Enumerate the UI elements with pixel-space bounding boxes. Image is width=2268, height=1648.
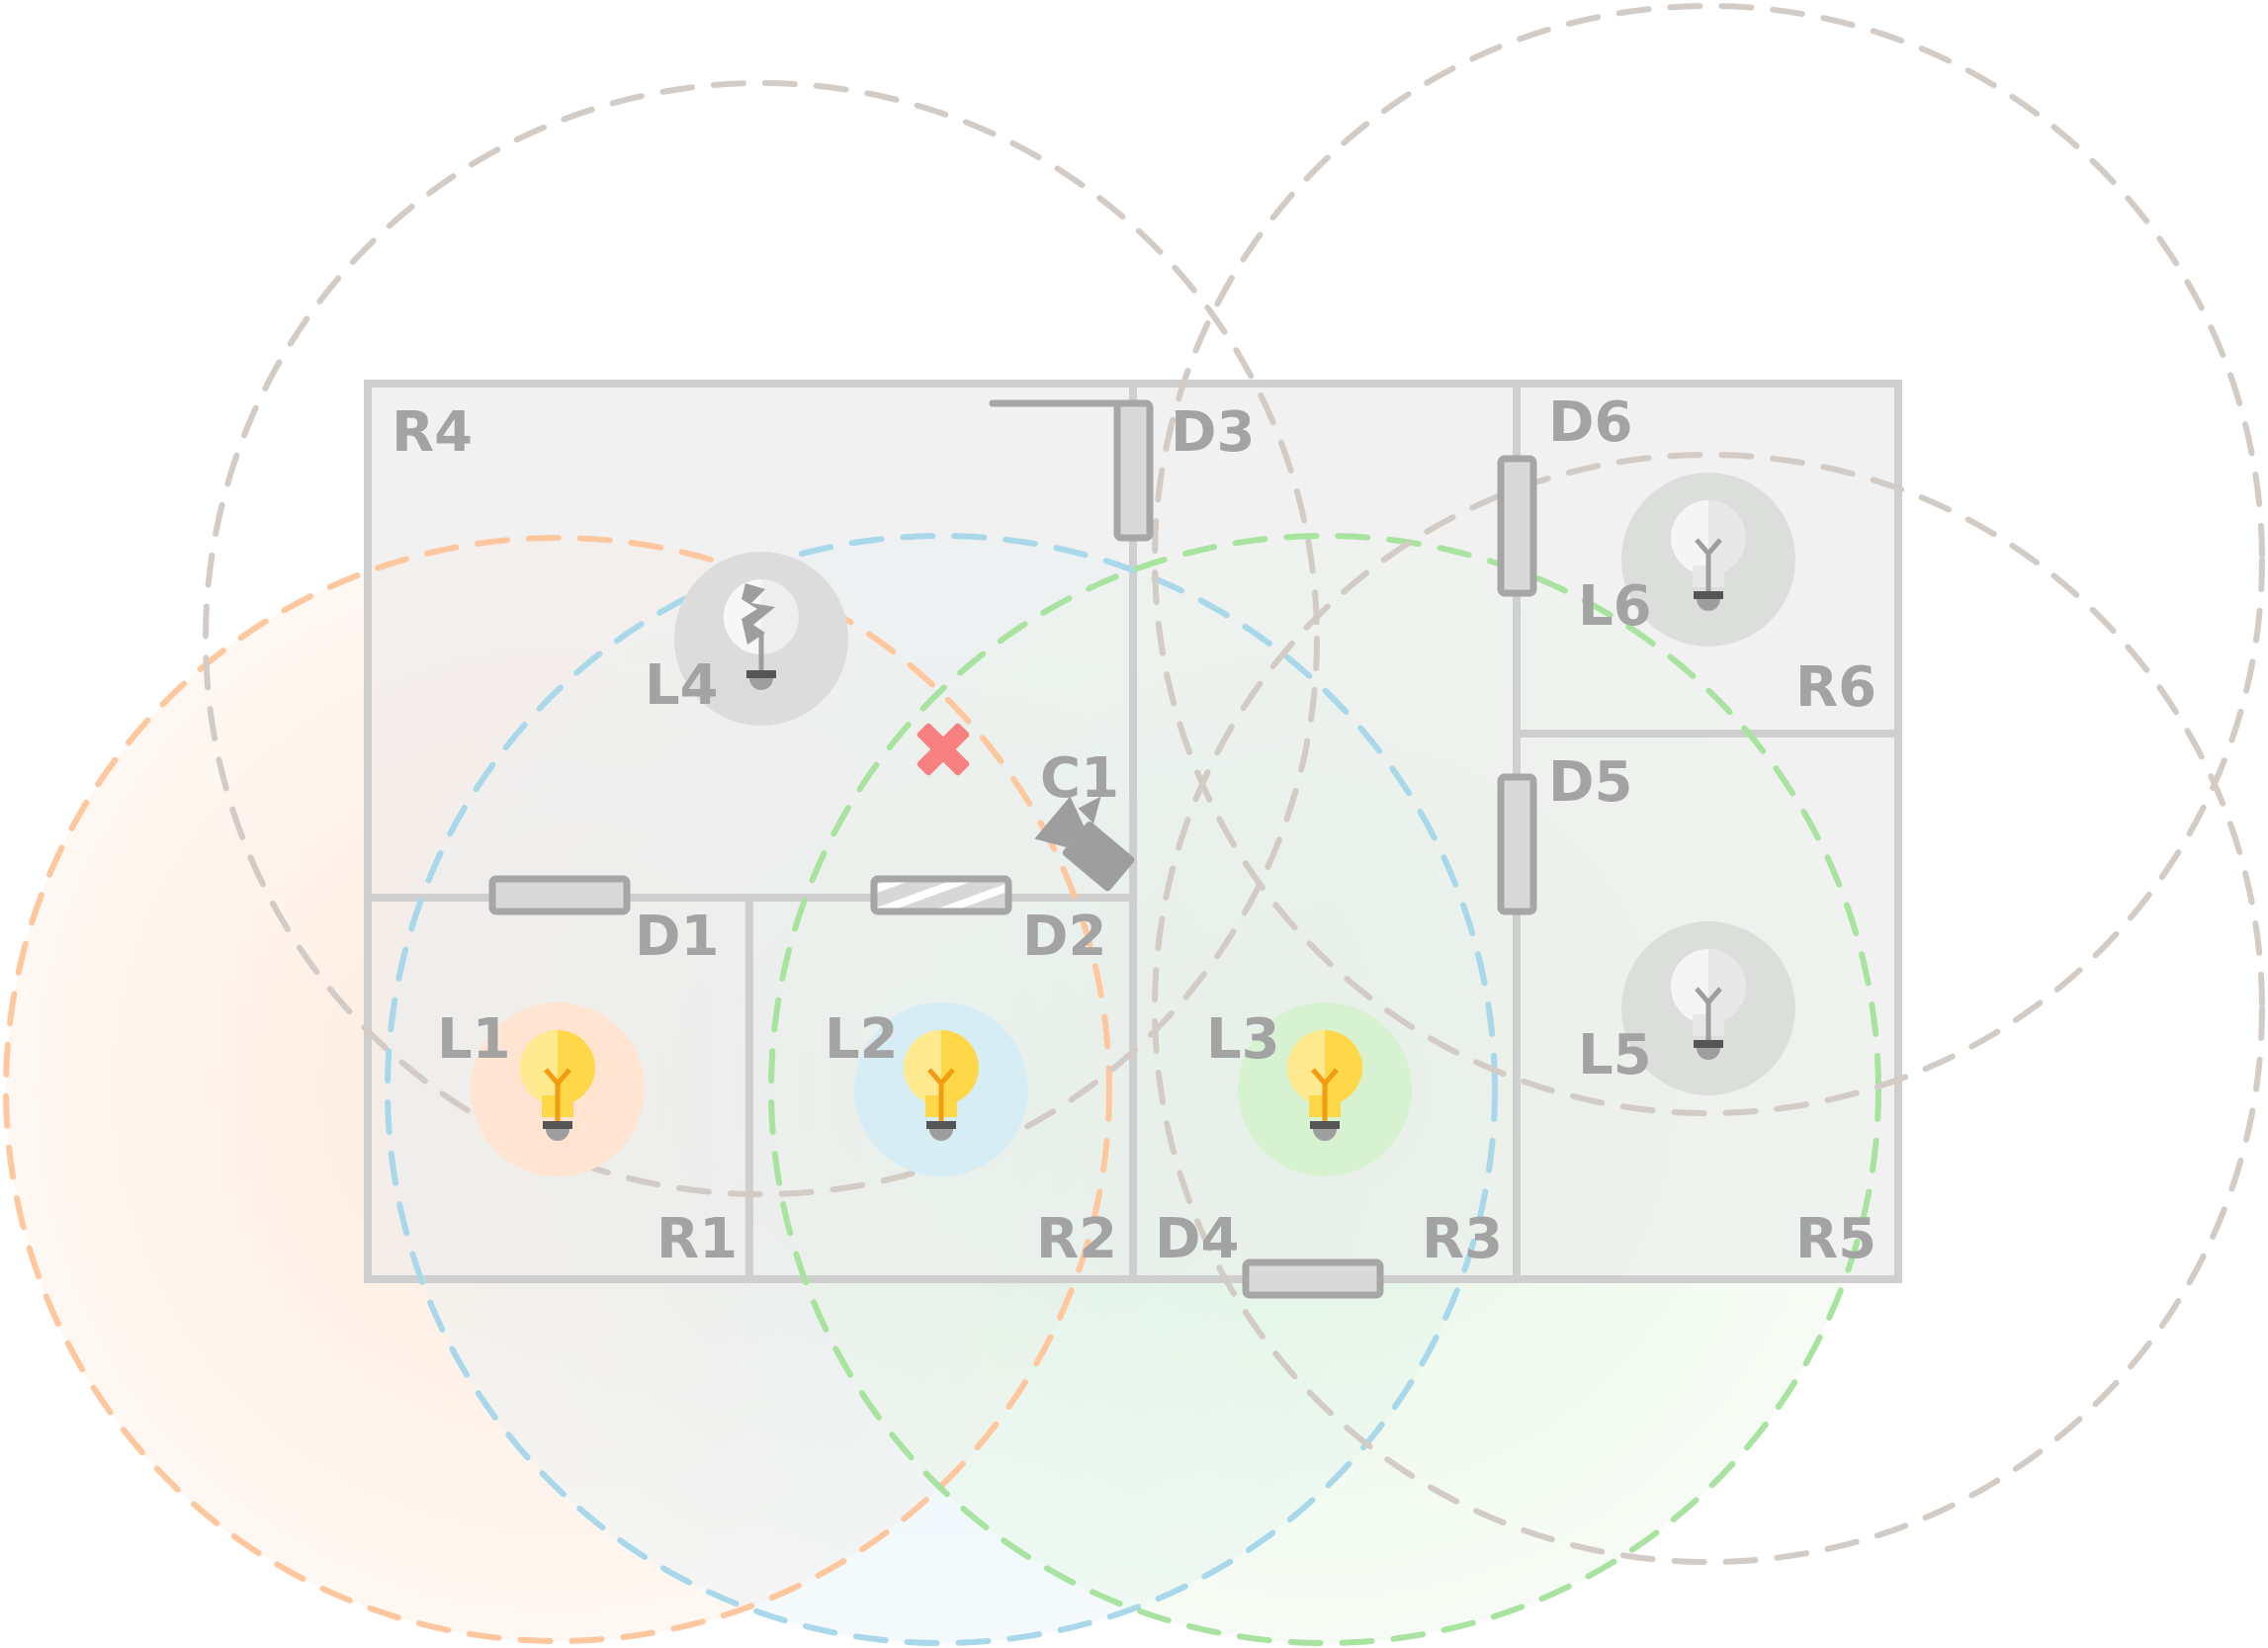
light-l5[interactable] [1621,921,1795,1095]
door-d6[interactable] [1497,455,1537,597]
room-label-r2: R2 [1036,1207,1117,1271]
l2-range-outline [385,533,1498,1646]
door-d5[interactable] [1497,773,1537,915]
room-label-r3: R3 [1422,1207,1503,1271]
room-label-r6: R6 [1795,655,1876,720]
light-l6[interactable] [1621,473,1795,647]
camera-icon[interactable] [1034,781,1152,897]
camera-label: C1 [1040,746,1119,811]
l5-range-outline [1152,452,2265,1565]
bulb-broken-icon [724,579,799,690]
room-label-r4: R4 [392,400,473,465]
bulb-off-icon [1671,949,1746,1060]
door-label-d4: D4 [1155,1207,1239,1271]
doors [488,399,1537,1299]
light-label-l6: L6 [1578,574,1652,639]
door-d4[interactable] [1242,1258,1384,1299]
door-d2[interactable] [870,875,1012,915]
light-label-l5: L5 [1578,1023,1652,1087]
cross-icon [916,723,970,776]
door-label-d2: D2 [1022,905,1106,969]
light-l1[interactable] [471,1002,645,1176]
l6-range-outline [1152,3,2265,1116]
light-label-l4: L4 [645,653,719,718]
labels: R4 R1 R2 R3 R5 R6 D1 D2 D3 D4 D5 D6 L1 L… [392,390,1876,1271]
room-label-r5: R5 [1795,1207,1876,1271]
light-l3[interactable] [1238,1002,1412,1176]
bulb-on-icon [520,1030,595,1141]
l1-range-outline [3,535,1112,1644]
door-label-d6: D6 [1548,390,1632,455]
door-d1[interactable] [488,875,631,915]
door-label-d3: D3 [1171,400,1255,465]
bulb-on-icon [904,1030,979,1141]
room-label-r1: R1 [656,1207,738,1271]
light-label-l1: L1 [437,1007,511,1072]
door-d3[interactable] [1113,399,1154,542]
light-label-l2: L2 [825,1007,899,1072]
bulb-off-icon [1671,500,1746,611]
light-l2[interactable] [854,1002,1028,1176]
l4-range-outline [203,80,1320,1197]
light-label-l3: L3 [1206,1007,1280,1072]
door-label-d1: D1 [635,905,719,969]
door-label-d5: D5 [1548,750,1632,815]
light-l4[interactable] [674,552,848,726]
bulb-on-icon [1287,1030,1362,1141]
